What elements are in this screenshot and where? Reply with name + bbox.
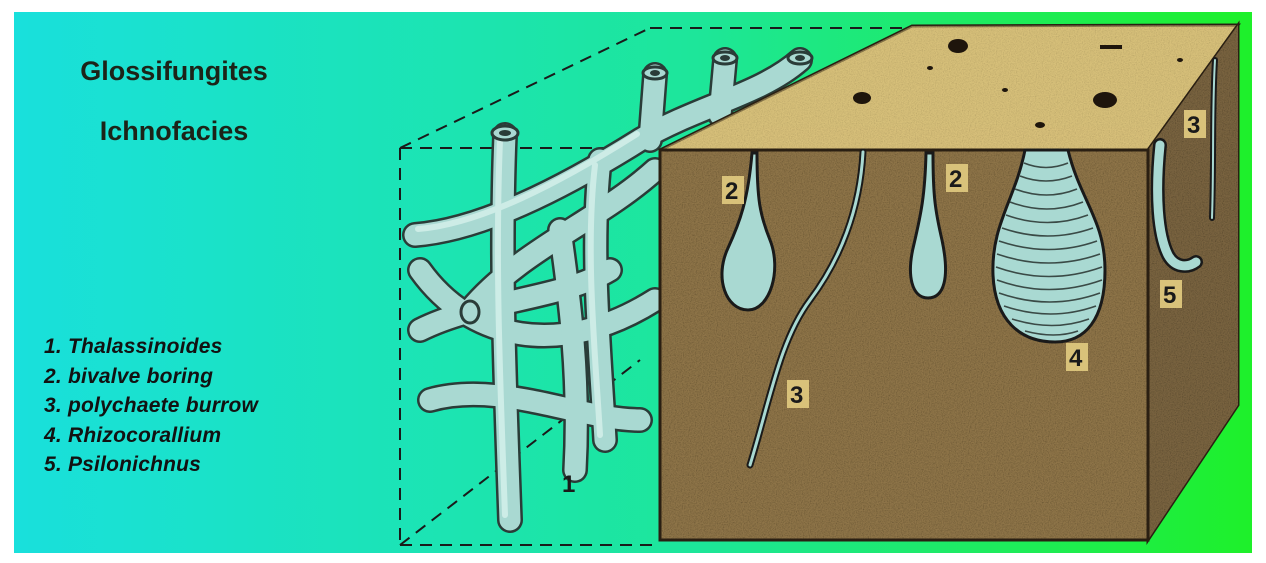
label-2-left-text: 2: [725, 178, 738, 205]
label-4: 4: [1066, 343, 1088, 372]
label-3-side-text: 3: [1187, 112, 1200, 139]
label-3-front-text: 3: [790, 382, 803, 409]
label-2-right-text: 2: [949, 166, 962, 193]
label-4-text: 4: [1069, 345, 1083, 372]
label-2-left: 2: [722, 176, 744, 205]
label-3-front: 3: [787, 380, 809, 409]
label-2-right: 2: [946, 164, 968, 193]
label-5: 5: [1160, 280, 1182, 309]
diagram-panel: Glossifungites Ichnofacies 1. Thalassino…: [14, 12, 1252, 553]
label-3-side: 3: [1184, 110, 1206, 139]
block-diagram: 1 2 2 3 3 4 5: [14, 12, 1252, 553]
label-5-text: 5: [1163, 282, 1176, 309]
label-1-text: 1: [562, 471, 575, 498]
polychaete-burrow-side: [1212, 60, 1215, 218]
label-1: 1: [562, 471, 575, 498]
